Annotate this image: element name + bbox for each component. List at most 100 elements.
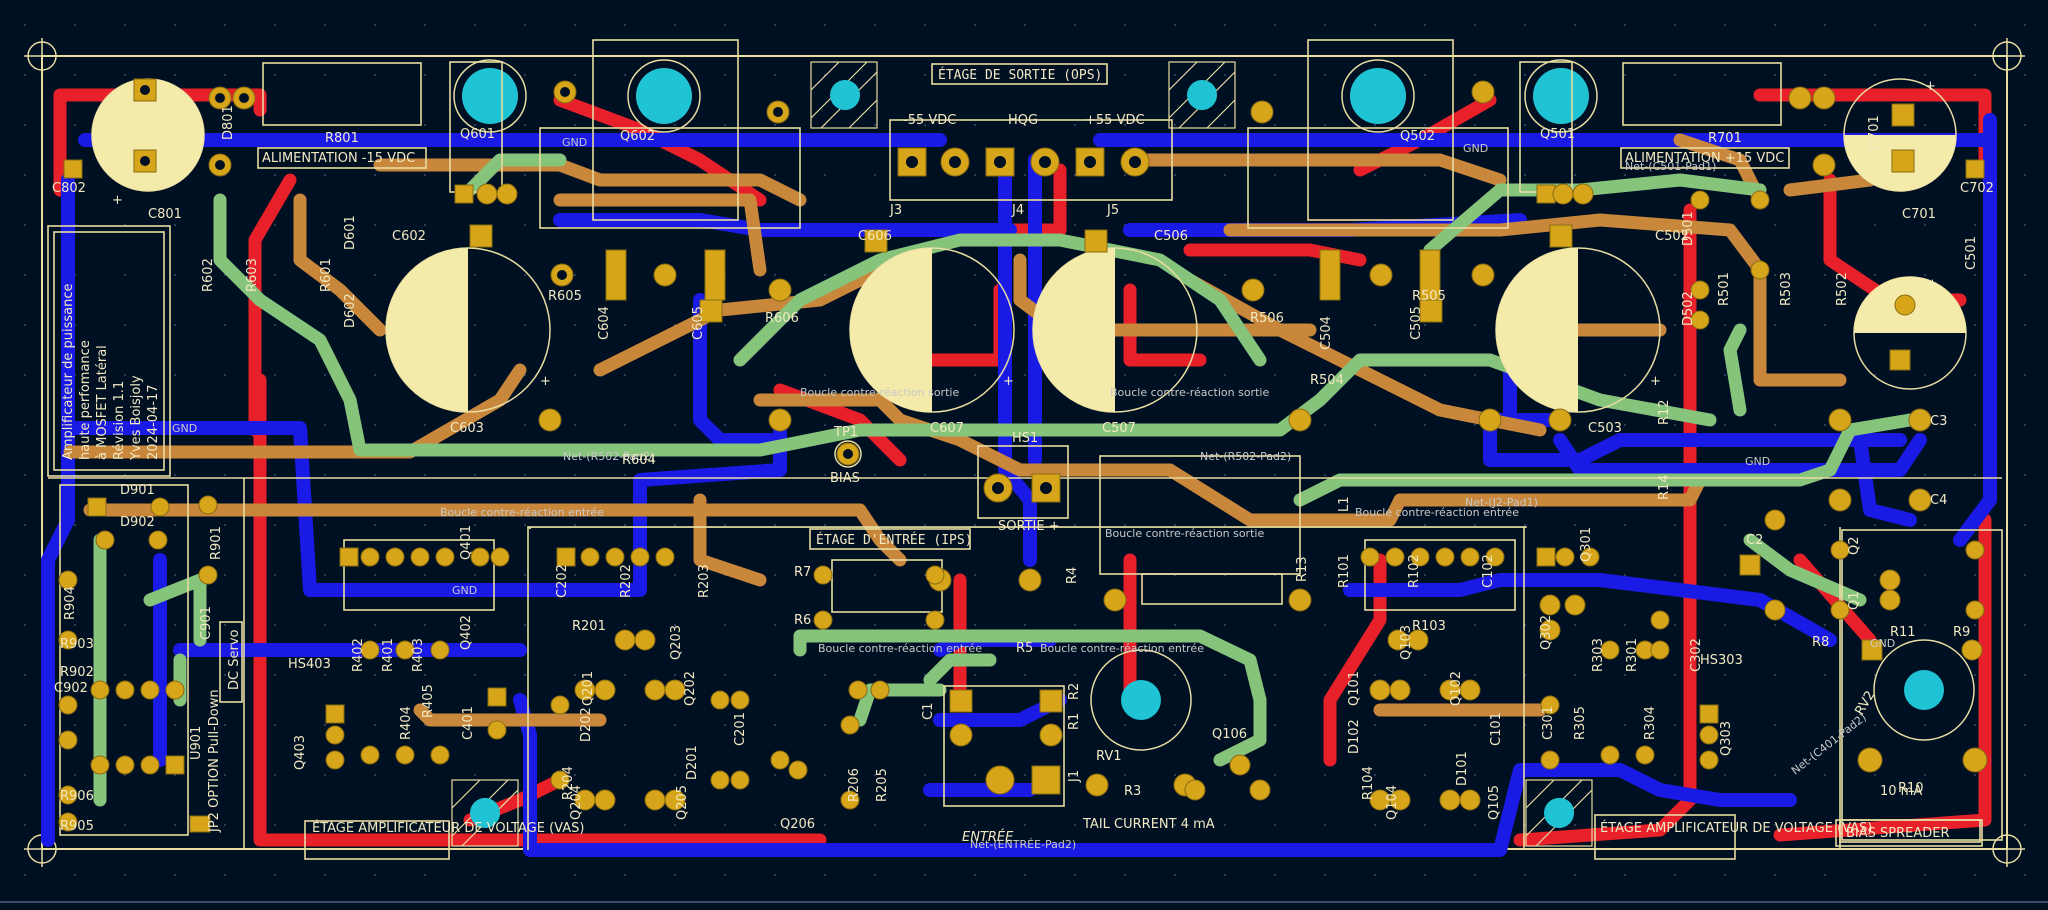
pads — [58, 78, 1988, 833]
ref-c605: C605 — [691, 306, 706, 340]
title-block: Amplificateur de puissance haute perfoma… — [61, 283, 161, 461]
ref-r5: R5 — [1016, 641, 1033, 656]
label-tp1: TP1 — [833, 425, 858, 440]
label-vas-left: ÉTAGE AMPLIFICATEUR DE VOLTAGE (VAS) — [312, 820, 584, 836]
ref-r505: R505 — [1412, 289, 1446, 304]
ref-c1: C1 — [921, 703, 936, 720]
ref-r405: R405 — [421, 684, 436, 718]
label-v-pos: +55 VDC — [1085, 113, 1145, 128]
label-entree: ENTRÉE — [962, 829, 1014, 845]
ref-r8: R8 — [1812, 635, 1829, 650]
ref-c506: C506 — [1154, 229, 1188, 244]
ref-d502: D502 — [1681, 291, 1696, 326]
silk-labels: ÉTAGE DE SORTIE (OPS) ÉTAGE D'ENTRÉE (IP… — [61, 63, 1950, 851]
ref-c4: C4 — [1930, 493, 1947, 508]
ref-d701: D701 — [1867, 115, 1882, 150]
ref-r7: R7 — [794, 565, 811, 580]
ref-c604: C604 — [597, 306, 612, 340]
ref-r102: R102 — [1407, 554, 1422, 588]
ref-r13: R13 — [1295, 556, 1310, 582]
ref-r402: R402 — [351, 638, 366, 672]
svg-text:+: + — [1925, 79, 1936, 94]
ref-l1: L1 — [1337, 496, 1352, 512]
net-fb-in-2: Boucle contre-réaction entrée — [1355, 506, 1519, 519]
ref-c3: C3 — [1930, 414, 1947, 429]
ref-c302: C302 — [1689, 638, 1704, 672]
title-line-3: à MOSFET Latéral — [95, 345, 110, 460]
ref-c802: C802 — [52, 181, 86, 196]
ref-r504: R504 — [1310, 373, 1344, 388]
ref-q403: Q403 — [293, 735, 308, 770]
label-ips: ÉTAGE D'ENTRÉE (IPS) — [816, 532, 973, 548]
title-line-5: Yves Boisjoly — [129, 375, 144, 461]
ref-d501: D501 — [1681, 211, 1696, 246]
svg-text:+: + — [112, 193, 123, 208]
ref-d202: D202 — [579, 707, 594, 742]
ref-c606: C606 — [858, 229, 892, 244]
net-fb-in-3: Boucle contre-réaction entrée — [818, 642, 982, 655]
label-supply-pos: ALIMENTATION +15 VDC — [1625, 151, 1784, 166]
ref-d902: D902 — [120, 515, 155, 530]
label-ops: ÉTAGE DE SORTIE (OPS) — [938, 67, 1102, 83]
ref-j1: J1 — [1067, 770, 1082, 783]
ref-d901: D901 — [120, 483, 155, 498]
ref-r10: R10 — [1898, 781, 1924, 796]
ref-r403: R403 — [411, 638, 426, 672]
ref-j5: J5 — [1106, 203, 1119, 218]
svg-text:+: + — [540, 374, 551, 389]
ref-r905: R905 — [60, 819, 94, 834]
ref-q202: Q202 — [683, 671, 698, 706]
ref-c702: C702 — [1960, 181, 1994, 196]
net-j2: Net-(J2-Pad1) — [1465, 496, 1538, 509]
ref-c507: C507 — [1102, 421, 1136, 436]
ref-r601: R601 — [319, 258, 334, 292]
net-fb-out-2: Boucle contre-réaction sortie — [1110, 386, 1269, 399]
ref-d602: D602 — [343, 293, 358, 328]
net-r502-2: Net-(R502-Pad2) — [1200, 450, 1291, 463]
silk-outlines — [47, 39, 2003, 860]
ref-hs403: HS403 — [288, 657, 331, 672]
label-10ma: 10 mA — [1880, 784, 1922, 799]
net-c501: Net-(C501-Pad1) — [1625, 160, 1716, 173]
mounting-holes — [462, 68, 1944, 826]
pad-group-top-left — [63, 78, 1985, 323]
ref-r9: R9 — [1953, 625, 1970, 640]
ref-r2: R2 — [1067, 683, 1082, 700]
label-supply-neg: ALIMENTATION -15 VDC — [262, 151, 415, 166]
ref-r801: R801 — [325, 131, 359, 146]
ref-r903: R903 — [60, 637, 94, 652]
ref-c607: C607 — [930, 421, 964, 436]
ref-c202: C202 — [555, 564, 570, 598]
ref-r205: R205 — [875, 768, 890, 802]
ref-hs1: HS1 — [1012, 431, 1038, 446]
ref-r303: R303 — [1591, 638, 1606, 672]
ref-r104: R104 — [1361, 766, 1376, 800]
ref-c401: C401 — [461, 706, 476, 740]
ref-q302: Q302 — [1539, 615, 1554, 650]
ref-r11: R11 — [1890, 625, 1916, 640]
title-line-6: 2024-04-17 — [146, 384, 161, 460]
ref-d101: D101 — [1455, 751, 1470, 786]
ref-q2: Q2 — [1847, 536, 1862, 555]
mounting-holes-center — [470, 68, 1574, 828]
net-gnd-3: GND — [1745, 455, 1770, 468]
ref-q203: Q203 — [669, 625, 684, 660]
ref-d201: D201 — [685, 745, 700, 780]
title-line-4: Révision 1.1 — [112, 381, 127, 460]
ref-d601: D601 — [343, 215, 358, 250]
electrolytic-caps — [91, 78, 1967, 413]
net-fb-out-3: Boucle contre-réaction sortie — [1105, 527, 1264, 540]
ref-q601: Q601 — [460, 127, 495, 142]
ref-r202: R202 — [619, 564, 634, 598]
ref-r906: R906 — [60, 789, 94, 804]
label-dc-servo: DC Servo — [227, 629, 242, 690]
vas-right-line: ÉTAGE AMPLIFICATEUR DE VOLTAGE (VAS) — [1600, 820, 1872, 836]
ref-hs303: HS303 — [1700, 653, 1743, 668]
title-line-1: Amplificateur de puissance — [61, 283, 76, 460]
svg-text:+: + — [1927, 277, 1938, 292]
label-bias: BIAS — [830, 471, 860, 486]
label-vas-right: ÉTAGE AMPLIFICATEUR DE VOLTAGE (VAS) — [1600, 820, 1872, 836]
title-line-2: haute perfomance — [78, 340, 93, 460]
ref-q401: Q401 — [459, 525, 474, 560]
